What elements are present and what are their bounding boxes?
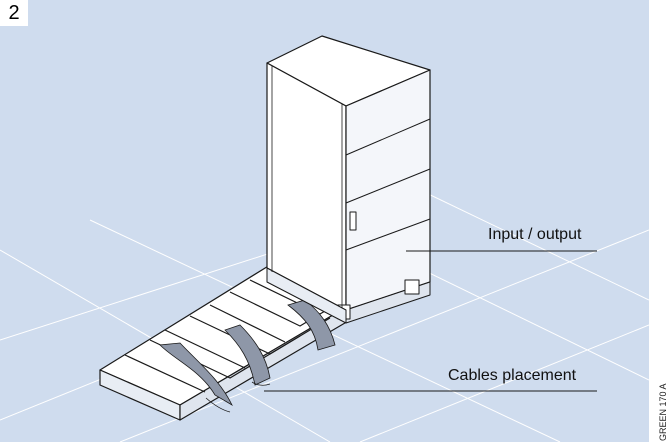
cabinet-illustration — [0, 35, 649, 442]
callout-lines — [264, 250, 597, 392]
cables-placement-label: Cables placement — [448, 367, 577, 384]
figure-number: 2 — [0, 0, 28, 26]
figure-reference-code: GREEN 170 A — [658, 383, 667, 441]
cable-bundles — [159, 299, 336, 413]
diagram-panel: 2 Input / output Cables placement — [0, 0, 649, 442]
input-output-label: Input / output — [488, 226, 582, 243]
cabinet — [266, 35, 431, 324]
